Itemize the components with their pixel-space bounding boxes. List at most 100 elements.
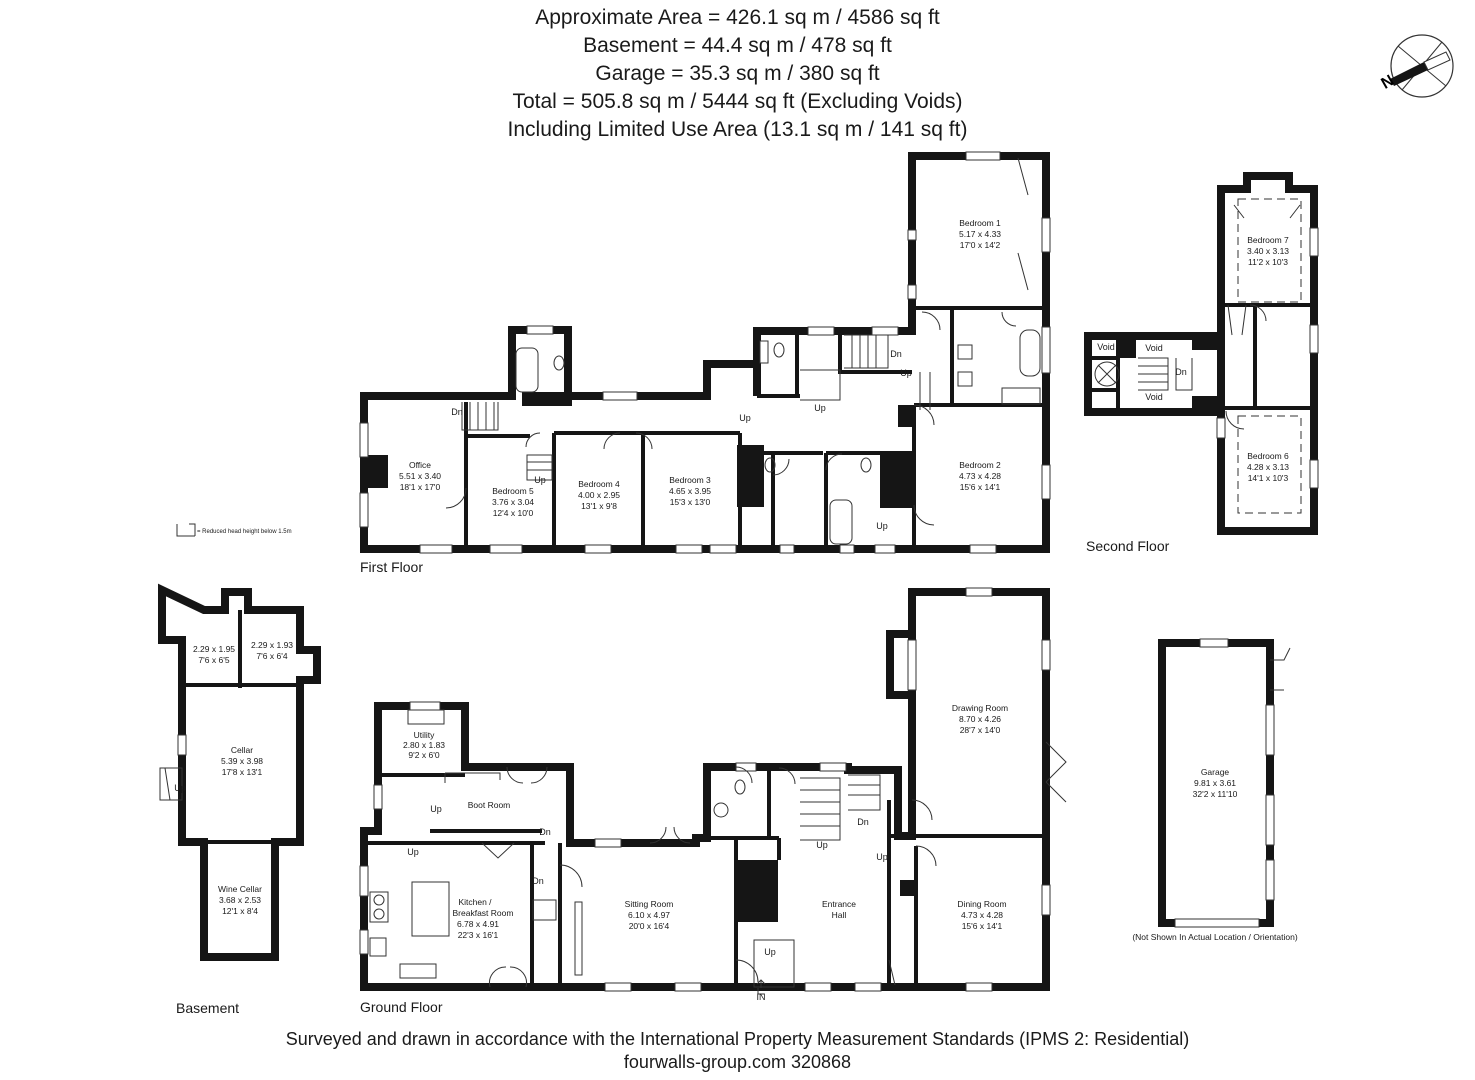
bedroom4-label: Bedroom 4	[578, 479, 620, 489]
stair-up-label: Up	[900, 368, 912, 378]
bedroom7-label: Bedroom 7	[1247, 235, 1289, 245]
stair-up-label: Up	[430, 804, 442, 814]
garage-size-m: 9.81 x 3.61	[1194, 778, 1236, 788]
stair-up-label: Up	[534, 475, 546, 485]
cellar-size-m: 5.39 x 3.98	[221, 756, 263, 766]
bedroom2-label: Bedroom 2	[959, 460, 1001, 470]
footer: Surveyed and drawn in accordance with th…	[0, 1028, 1475, 1074]
bedroom6-label: Bedroom 6	[1247, 451, 1289, 461]
bedroom4-size-m: 4.00 x 2.95	[578, 490, 620, 500]
basement-plan: 2.29 x 1.95 7'6 x 6'5 2.29 x 1.93 7'6 x …	[158, 583, 321, 1016]
dining-room-label: Dining Room	[957, 899, 1006, 909]
ground-floor-title: Ground Floor	[360, 999, 443, 1015]
stair-dn-label: Dn	[1175, 367, 1187, 377]
second-floor-plan: Void Void Void Dn Bedroom 7 3.40 x 3.13 …	[1084, 172, 1319, 554]
stair-up-label: Up	[407, 847, 419, 857]
wine-cellar-size-ft: 12'1 x 8'4	[222, 906, 258, 916]
second-floor-title: Second Floor	[1086, 538, 1170, 554]
legend-note: = Reduced head height below 1.5m	[197, 529, 292, 535]
cellar-size-ft: 17'8 x 13'1	[222, 767, 263, 777]
kitchen-size-ft: 22'3 x 16'1	[458, 930, 499, 940]
stair-up-label: Up	[174, 783, 186, 793]
dining-room-size-ft: 15'6 x 14'1	[962, 921, 1003, 931]
utility-size-ft: 9'2 x 6'0	[408, 750, 439, 760]
garage-location-note: (Not Shown In Actual Location / Orientat…	[1132, 932, 1298, 942]
basement-area: Basement = 44.4 sq m / 478 sq ft	[583, 34, 892, 57]
stair-dn-label: Dn	[532, 876, 544, 886]
area-summary: Approximate Area = 426.1 sq m / 4586 sq …	[0, 4, 1475, 144]
bedroom2-size-ft: 15'6 x 14'1	[960, 482, 1001, 492]
utility-label: Utility	[414, 730, 436, 740]
ground-floor-plan: Utility 2.80 x 1.83 9'2 x 6'0 Boot Room …	[359, 587, 1067, 1015]
garage-label: Garage	[1201, 767, 1230, 777]
office-label: Office	[409, 460, 431, 470]
stair-up-label: Up	[764, 947, 776, 957]
bedroom6-size-m: 4.28 x 3.13	[1247, 462, 1289, 472]
entrance-label-line1: Entrance	[822, 899, 856, 909]
stair-dn-label: Dn	[451, 407, 463, 417]
dining-room-size-m: 4.73 x 4.28	[961, 910, 1003, 920]
store2-size-m: 2.29 x 1.93	[251, 640, 293, 650]
bedroom2-size-m: 4.73 x 4.28	[959, 471, 1001, 481]
sitting-room-size-m: 6.10 x 4.97	[628, 910, 670, 920]
legend: = Reduced head height below 1.5m	[176, 523, 292, 537]
office-size-ft: 18'1 x 17'0	[400, 482, 441, 492]
stair-up-label: Up	[876, 521, 888, 531]
wine-cellar-size-m: 3.68 x 2.53	[219, 895, 261, 905]
bedroom3-size-ft: 15'3 x 13'0	[670, 497, 711, 507]
company-reference: fourwalls-group.com 320868	[623, 1052, 852, 1072]
sitting-room-size-ft: 20'0 x 16'4	[629, 921, 670, 931]
stair-up-label: Up	[814, 403, 826, 413]
bedroom3-size-m: 4.65 x 3.95	[669, 486, 711, 496]
stair-dn-label: Dn	[857, 817, 869, 827]
bedroom3-label: Bedroom 3	[669, 475, 711, 485]
stair-up-label: Up	[816, 840, 828, 850]
garage-area: Garage = 35.3 sq m / 380 sq ft	[595, 62, 880, 85]
kitchen-label-line1: Kitchen /	[458, 897, 492, 907]
basement-title: Basement	[176, 1000, 239, 1016]
approximate-area: Approximate Area = 426.1 sq m / 4586 sq …	[535, 6, 940, 29]
first-floor-title: First Floor	[360, 559, 423, 575]
bedroom4-size-ft: 13'1 x 9'8	[581, 501, 617, 511]
bedroom5-label: Bedroom 5	[492, 486, 534, 496]
drawing-room-size-m: 8.70 x 4.26	[959, 714, 1001, 724]
entrance-label-line2: Hall	[832, 910, 847, 920]
sitting-room-label: Sitting Room	[625, 899, 674, 909]
first-floor-plan: Office 5.51 x 3.40 18'1 x 17'0 Bedroom 5…	[359, 151, 1051, 575]
bedroom1-size-ft: 17'0 x 14'2	[960, 240, 1001, 250]
garage-plan: Garage 9.81 x 3.61 32'2 x 11'10 (Not Sho…	[1132, 638, 1298, 942]
wine-cellar-label: Wine Cellar	[218, 884, 262, 894]
cellar-label: Cellar	[231, 745, 253, 755]
bedroom1-size-m: 5.17 x 4.33	[959, 229, 1001, 239]
compass-icon: N	[1379, 34, 1454, 98]
void-label: Void	[1145, 343, 1163, 353]
kitchen-size-m: 6.78 x 4.91	[457, 919, 499, 929]
boot-room-label: Boot Room	[468, 800, 511, 810]
limited-use-area: Including Limited Use Area (13.1 sq m / …	[507, 118, 968, 141]
stair-dn-label: Dn	[539, 827, 551, 837]
entrance-in-label: IN	[757, 992, 766, 1002]
ipms-statement: Surveyed and drawn in accordance with th…	[285, 1029, 1190, 1049]
void-label: Void	[1097, 342, 1115, 352]
stair-up-label: Up	[739, 413, 751, 423]
void-label: Void	[1145, 392, 1163, 402]
garage-size-ft: 32'2 x 11'10	[1193, 789, 1238, 799]
store1-size-m: 2.29 x 1.95	[193, 644, 235, 654]
office-size-m: 5.51 x 3.40	[399, 471, 441, 481]
store2-size-ft: 7'6 x 6'4	[256, 651, 287, 661]
kitchen-label-line2: Breakfast Room	[453, 908, 514, 918]
drawing-room-label: Drawing Room	[952, 703, 1008, 713]
stair-up-label: Up	[876, 852, 888, 862]
store1-size-ft: 7'6 x 6'5	[198, 655, 229, 665]
utility-size-m: 2.80 x 1.83	[403, 740, 445, 750]
drawing-room-size-ft: 28'7 x 14'0	[960, 725, 1001, 735]
bedroom6-size-ft: 14'1 x 10'3	[1248, 473, 1289, 483]
total-area: Total = 505.8 sq m / 5444 sq ft (Excludi…	[512, 90, 963, 113]
bedroom5-size-ft: 12'4 x 10'0	[493, 508, 534, 518]
bedroom1-label: Bedroom 1	[959, 218, 1001, 228]
stair-dn-label: Dn	[890, 349, 902, 359]
bedroom5-size-m: 3.76 x 3.04	[492, 497, 534, 507]
bedroom7-size-m: 3.40 x 3.13	[1247, 246, 1289, 256]
bedroom7-size-ft: 11'2 x 10'3	[1248, 257, 1288, 267]
